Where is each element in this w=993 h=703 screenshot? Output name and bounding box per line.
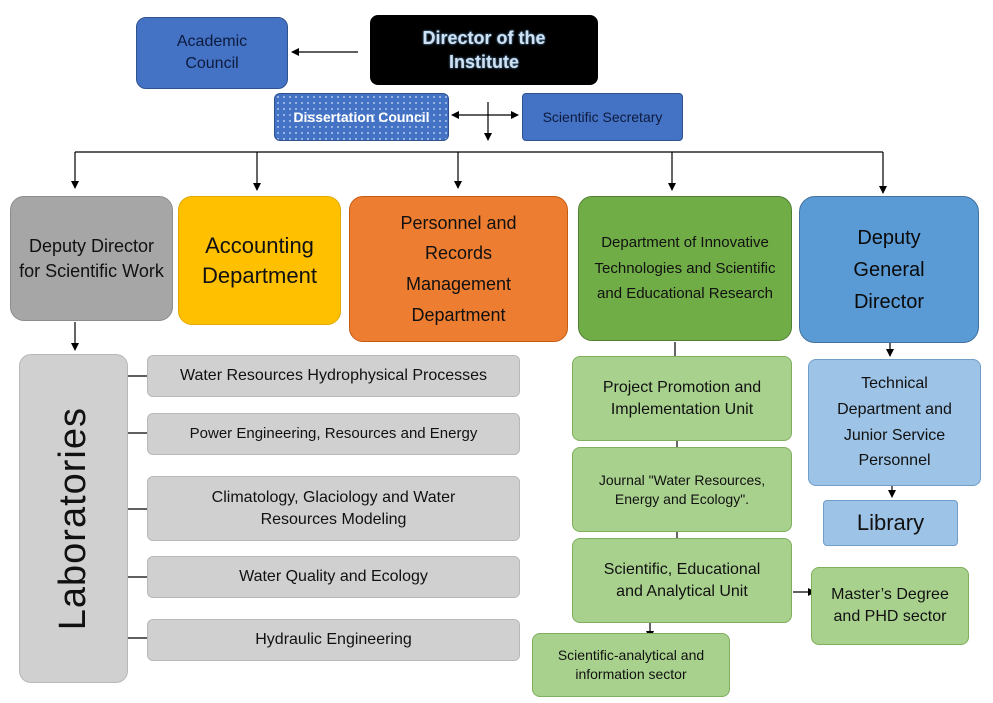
innovative-label: Department of Innovative Technologies an… — [594, 234, 776, 303]
academic-council-box: Academic Council — [136, 17, 288, 89]
lab-power-label: Power Engineering, Resources and Energy — [189, 424, 478, 442]
director-box: Director of the Institute — [370, 15, 598, 85]
personnel-box: Personnel and Records Management Departm… — [349, 196, 568, 342]
project-promotion-label: Project Promotion and Implementation Uni… — [602, 378, 762, 418]
scientific-secretary-label: Scientific Secretary — [542, 108, 663, 125]
lab-climatology-label: Climatology, Glaciology and Water Resour… — [211, 488, 456, 528]
lab-climatology-box: Climatology, Glaciology and Water Resour… — [147, 476, 520, 541]
laboratories-label: Laboratories — [51, 406, 94, 631]
technical-department-label: Technical Department and Junior Service … — [837, 375, 952, 470]
scientific-analytical-label: Scientific-analytical and information se… — [557, 647, 705, 682]
lab-hydraulic-box: Hydraulic Engineering — [147, 619, 520, 661]
lab-hydrophysical-label: Water Resources Hydrophysical Processes — [179, 367, 488, 385]
scientific-analytical-box: Scientific-analytical and information se… — [532, 633, 730, 697]
journal-label: Journal "Water Resources, Energy and Eco… — [598, 471, 766, 507]
lab-power-box: Power Engineering, Resources and Energy — [147, 413, 520, 455]
accounting-label: Accounting Department — [202, 232, 317, 288]
masters-phd-box: Master’s Degree and PHD sector — [811, 567, 969, 645]
academic-council-label: Academic Council — [176, 33, 248, 72]
scientific-educational-label: Scientific, Educational and Analytical U… — [603, 560, 761, 600]
laboratories-box: Laboratories — [19, 354, 128, 683]
dissertation-council-box: Dissertation Council — [274, 93, 449, 141]
scientific-educational-box: Scientific, Educational and Analytical U… — [572, 538, 792, 623]
project-promotion-box: Project Promotion and Implementation Uni… — [572, 356, 792, 441]
dissertation-council-label: Dissertation Council — [293, 108, 430, 125]
personnel-label: Personnel and Records Management Departm… — [400, 212, 517, 325]
deputy-general-label: Deputy General Director — [853, 226, 925, 313]
lab-water-quality-label: Water Quality and Ecology — [239, 568, 428, 586]
lab-water-quality-box: Water Quality and Ecology — [147, 556, 520, 598]
library-label: Library — [856, 510, 925, 536]
scientific-secretary-box: Scientific Secretary — [522, 93, 683, 141]
deputy-scientific-box: Deputy Director for Scientific Work — [10, 196, 173, 321]
masters-phd-label: Master’s Degree and PHD sector — [831, 586, 949, 625]
director-label: Director of the Institute — [422, 27, 546, 72]
lab-hydraulic-label: Hydraulic Engineering — [255, 631, 412, 649]
innovative-box: Department of Innovative Technologies an… — [578, 196, 792, 341]
library-box: Library — [823, 500, 958, 546]
lab-hydrophysical-box: Water Resources Hydrophysical Processes — [147, 355, 520, 397]
deputy-general-box: Deputy General Director — [799, 196, 979, 343]
accounting-box: Accounting Department — [178, 196, 341, 325]
journal-box: Journal "Water Resources, Energy and Eco… — [572, 447, 792, 532]
deputy-scientific-label: Deputy Director for Scientific Work — [19, 236, 164, 281]
technical-department-box: Technical Department and Junior Service … — [808, 359, 981, 486]
